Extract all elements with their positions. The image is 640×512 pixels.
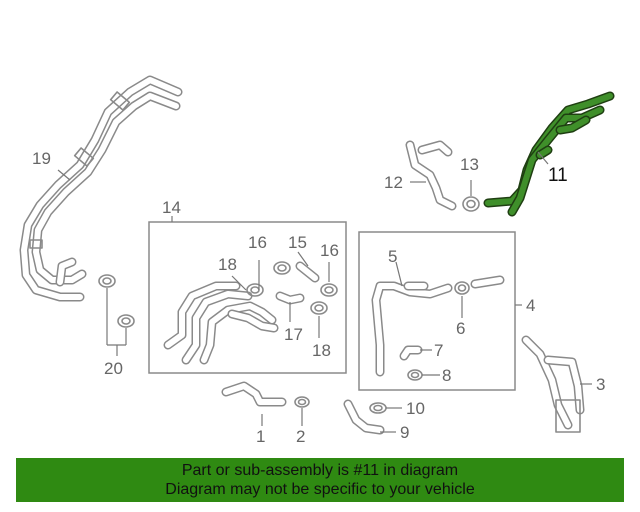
- part-2-clamp[interactable]: [294, 396, 310, 408]
- part-16-clamp-b[interactable]: [320, 283, 338, 297]
- part-14-pipe-assembly[interactable]: [163, 281, 279, 365]
- part-12-hose[interactable]: [405, 140, 457, 211]
- callout-2[interactable]: 2: [296, 427, 305, 446]
- callout-16-a[interactable]: 16: [248, 233, 267, 252]
- part-1-hose[interactable]: [221, 381, 287, 407]
- callout-18-a[interactable]: 18: [218, 255, 237, 274]
- callout-3[interactable]: 3: [596, 375, 605, 394]
- box-14: [148, 221, 347, 374]
- box-4: [358, 231, 516, 391]
- banner-line-2: Diagram may not be specific to your vehi…: [165, 481, 475, 498]
- part-3-hose[interactable]: [521, 335, 585, 433]
- callout-14[interactable]: 14: [162, 198, 181, 217]
- callout-17[interactable]: 17: [284, 325, 303, 344]
- part-7-hose[interactable]: [399, 345, 423, 361]
- part-6-clamp[interactable]: [454, 275, 505, 295]
- part-15-hose[interactable]: [295, 261, 320, 283]
- part-8-clamp[interactable]: [407, 369, 423, 381]
- callout-15[interactable]: 15: [288, 233, 307, 252]
- part-13-clamp[interactable]: [462, 196, 480, 212]
- callout-13[interactable]: 13: [460, 155, 479, 174]
- callout-5[interactable]: 5: [388, 247, 397, 266]
- part-9-hose[interactable]: [343, 399, 385, 435]
- callout-11[interactable]: 11: [548, 165, 568, 186]
- leader-lines: [57, 151, 592, 433]
- banner-line-1: Part or sub-assembly is #11 in diagram: [181, 462, 459, 479]
- callout-12[interactable]: 12: [384, 173, 403, 192]
- part-18-clamp-b[interactable]: [310, 301, 328, 315]
- callout-1[interactable]: 1: [256, 427, 265, 446]
- part-18-clamp-a[interactable]: [246, 283, 264, 297]
- callout-labels: 19 20 12 13 11 14 16 15 16 18 17 18 5 4 …: [32, 149, 605, 446]
- info-banner: Part or sub-assembly is #11 in diagram D…: [16, 458, 624, 502]
- part-20-clamps[interactable]: [98, 274, 135, 328]
- callout-4[interactable]: 4: [526, 296, 535, 315]
- part-19-pipe-assembly[interactable]: [19, 75, 183, 302]
- part-17-hose[interactable]: [275, 291, 305, 305]
- callout-8[interactable]: 8: [442, 366, 451, 385]
- part-10-clamp[interactable]: [369, 402, 387, 414]
- callout-9[interactable]: 9: [400, 423, 409, 442]
- callout-6[interactable]: 6: [456, 319, 465, 338]
- callout-16-b[interactable]: 16: [320, 241, 339, 260]
- callout-20[interactable]: 20: [104, 359, 123, 378]
- callout-19[interactable]: 19: [32, 149, 51, 168]
- callout-7[interactable]: 7: [434, 341, 443, 360]
- part-16-clamp-a[interactable]: [273, 261, 291, 275]
- callout-10[interactable]: 10: [406, 399, 425, 418]
- callout-18-b[interactable]: 18: [312, 341, 331, 360]
- part-5-pipe[interactable]: [371, 281, 453, 377]
- part-11-pipe-highlighted[interactable]: [483, 91, 615, 217]
